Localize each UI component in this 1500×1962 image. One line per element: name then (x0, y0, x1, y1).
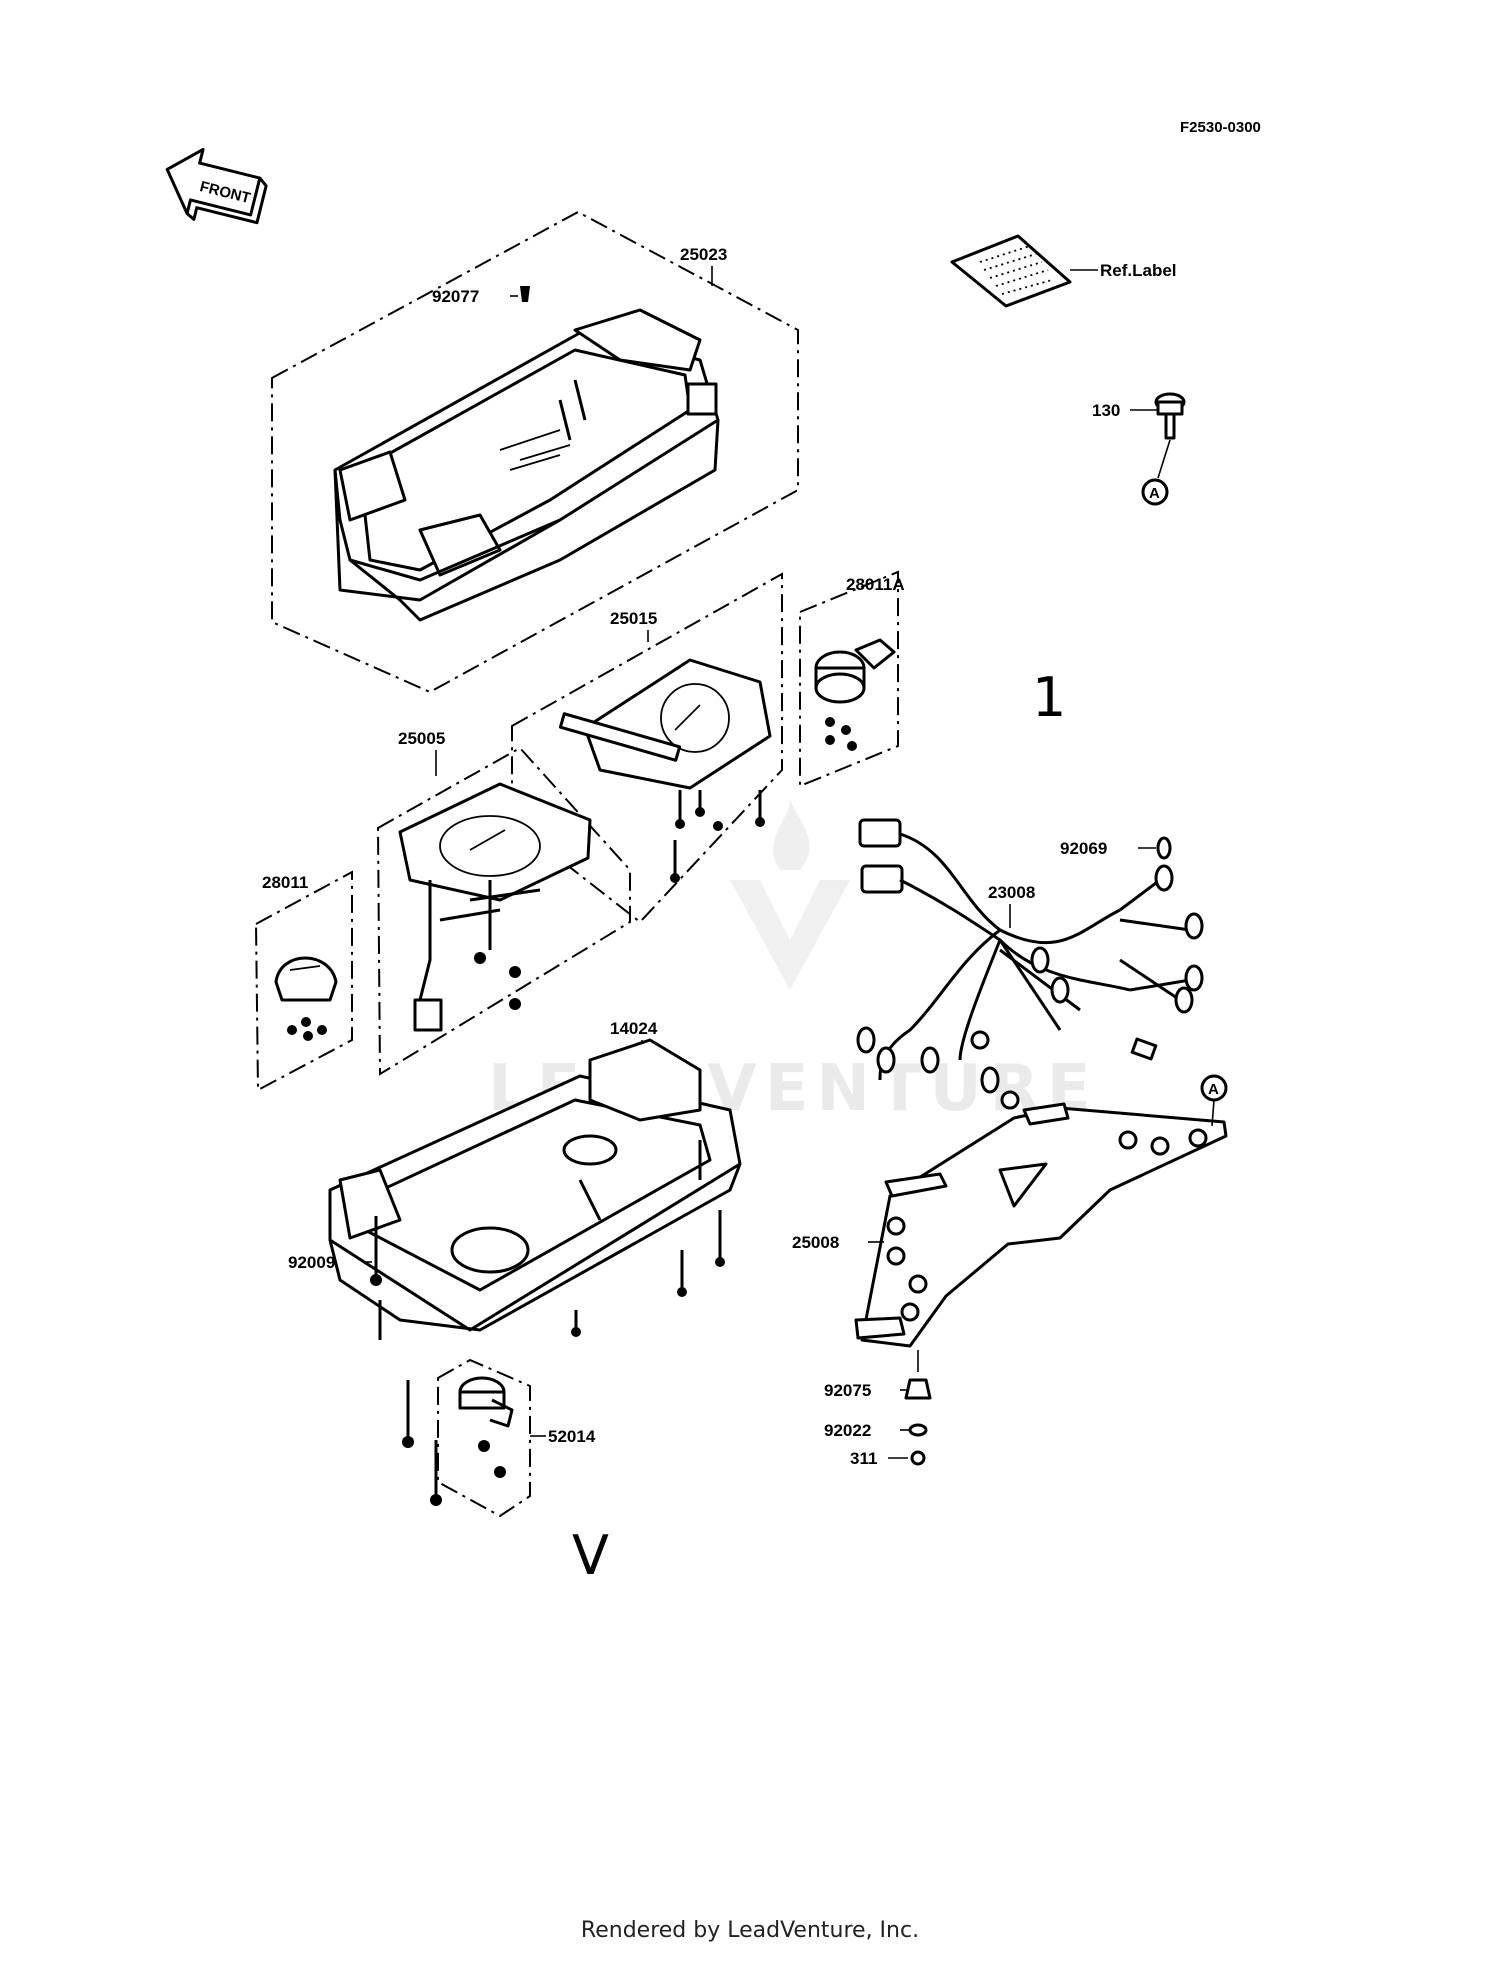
bulb-92069-icon (1156, 836, 1172, 860)
part-label-23008: 23008 (988, 883, 1035, 902)
nut-311-icon (910, 1450, 926, 1466)
part-label-28011: 28011 (262, 873, 308, 892)
part-label-25015: 25015 (610, 609, 657, 628)
part-label-130: 130 (1092, 401, 1120, 420)
callout-a-circle-2 (1200, 1074, 1228, 1102)
part-label-92077: 92077 (432, 287, 479, 306)
ref-label-text: Ref.Label (1100, 261, 1177, 280)
part-label-311: 311 (850, 1449, 877, 1468)
bolt-130-icon (1154, 392, 1186, 440)
group-28011-box (254, 870, 353, 1092)
bracket-25008 (854, 1102, 1228, 1348)
callout-a-label-2: A (1208, 1081, 1219, 1098)
group-52014-box (437, 1358, 531, 1518)
hand-mark-1: 1 (1032, 666, 1066, 729)
screws-92009-icon (370, 1216, 442, 1506)
part-label-25008: 25008 (792, 1233, 839, 1252)
part-label-92069: 92069 (1060, 839, 1107, 858)
nut-92075-icon (904, 1378, 932, 1400)
part-label-92075: 92075 (824, 1381, 871, 1400)
sensor-52014 (458, 1376, 514, 1478)
hand-mark-v: V (572, 1524, 609, 1587)
callout-a-label: A (1149, 485, 1160, 502)
part-label-28011A: 28011A (846, 575, 905, 594)
washer-92022-icon (908, 1423, 928, 1437)
ref-label-icon (950, 234, 1098, 308)
part-label-14024: 14024 (610, 1019, 658, 1038)
callout-a-circle (1141, 478, 1169, 506)
part-label-25023: 25023 (680, 245, 727, 264)
front-arrow-icon: FRONT (165, 147, 268, 225)
group-25005-box (376, 746, 631, 1076)
part-label-92022: 92022 (824, 1421, 871, 1440)
diagram-code: F2530-0300 (1180, 119, 1261, 136)
sensor-28011 (274, 956, 338, 1041)
wiring-harness-23008 (856, 818, 1204, 1110)
meter-cover-25023 (333, 308, 720, 622)
tachometer-25015 (558, 658, 772, 883)
part-label-25005: 25005 (398, 729, 445, 748)
meter-case-14024 (328, 1038, 742, 1340)
part-label-52014: 52014 (548, 1427, 596, 1446)
part-label-92009: 92009 (288, 1253, 335, 1272)
clip-92077-icon (520, 286, 530, 302)
group-28011A-box (799, 570, 899, 788)
speedometer-25005 (398, 782, 592, 1032)
sensor-28011A (814, 638, 896, 751)
footer-credit: Rendered by LeadVenture, Inc. (580, 1918, 920, 1943)
